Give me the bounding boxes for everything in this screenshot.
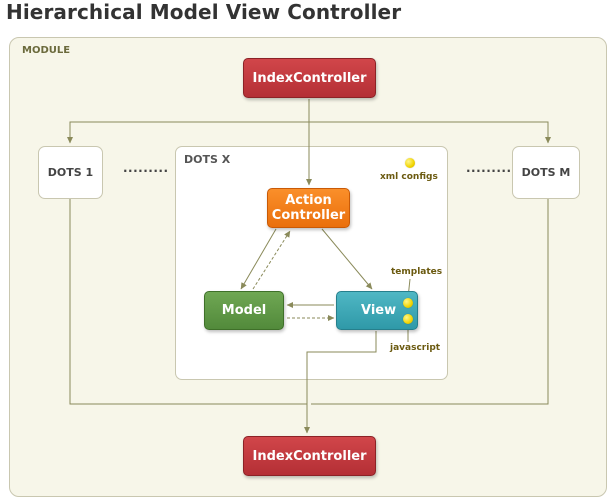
connector-action-view [321,228,373,290]
templates-dot-icon [403,298,413,308]
connector-view-down [303,331,377,434]
dots-m-label: DOTS M [521,166,571,179]
xml-configs-dot-icon [405,158,415,168]
ellipsis-left: ········· [123,164,169,178]
dots-m-box: DOTS M [512,146,580,199]
action-controller: Action Controller [267,188,350,228]
model-label: Model [221,303,267,318]
ellipsis-right: ········· [466,164,512,178]
dots-x-label: DOTS X [184,153,231,166]
index-controller-top: IndexController [243,58,376,98]
action-controller-line2: Controller [271,208,346,223]
connector-bottom-bus-left [69,395,307,405]
module-label: MODULE [22,45,71,56]
index-controller-bottom-label: IndexController [252,448,367,464]
index-controller-top-label: IndexController [252,70,367,86]
connector-model-action [252,230,291,290]
index-controller-bottom: IndexController [243,436,376,476]
view-node: View [336,291,418,330]
templates-annotation: templates [391,267,443,277]
model-node: Model [204,291,284,330]
javascript-annotation: javascript [390,343,441,353]
connector-bottom-bus-right [311,395,549,405]
action-controller-label: Action Controller [272,193,345,223]
view-label: View [361,303,397,318]
javascript-dot-icon [403,314,413,324]
dots-1-box: DOTS 1 [38,146,103,199]
xml-configs-annotation: xml configs [380,172,438,182]
action-controller-line1: Action [285,193,332,208]
page-title: Hierarchical Model View Controller [6,0,402,24]
connector-action-model [240,228,277,290]
dots-1-label: DOTS 1 [47,166,94,179]
